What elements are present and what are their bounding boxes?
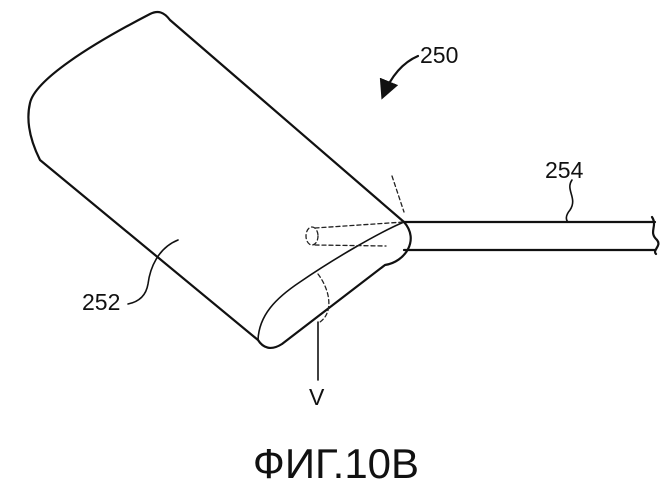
hidden-channel-end [306,227,318,245]
leader-250 [383,56,418,96]
end-face [258,222,404,340]
figure-caption: ФИГ.10В [253,440,419,487]
hidden-channel [315,222,404,228]
hidden-channel-lower [315,245,386,246]
label-250: 250 [420,42,458,68]
leader-252 [128,240,178,304]
label-252: 252 [82,289,120,315]
leader-254 [566,180,572,222]
label-254: 254 [545,157,584,183]
section-outline-tail [392,176,404,212]
label-V: V [309,384,325,410]
